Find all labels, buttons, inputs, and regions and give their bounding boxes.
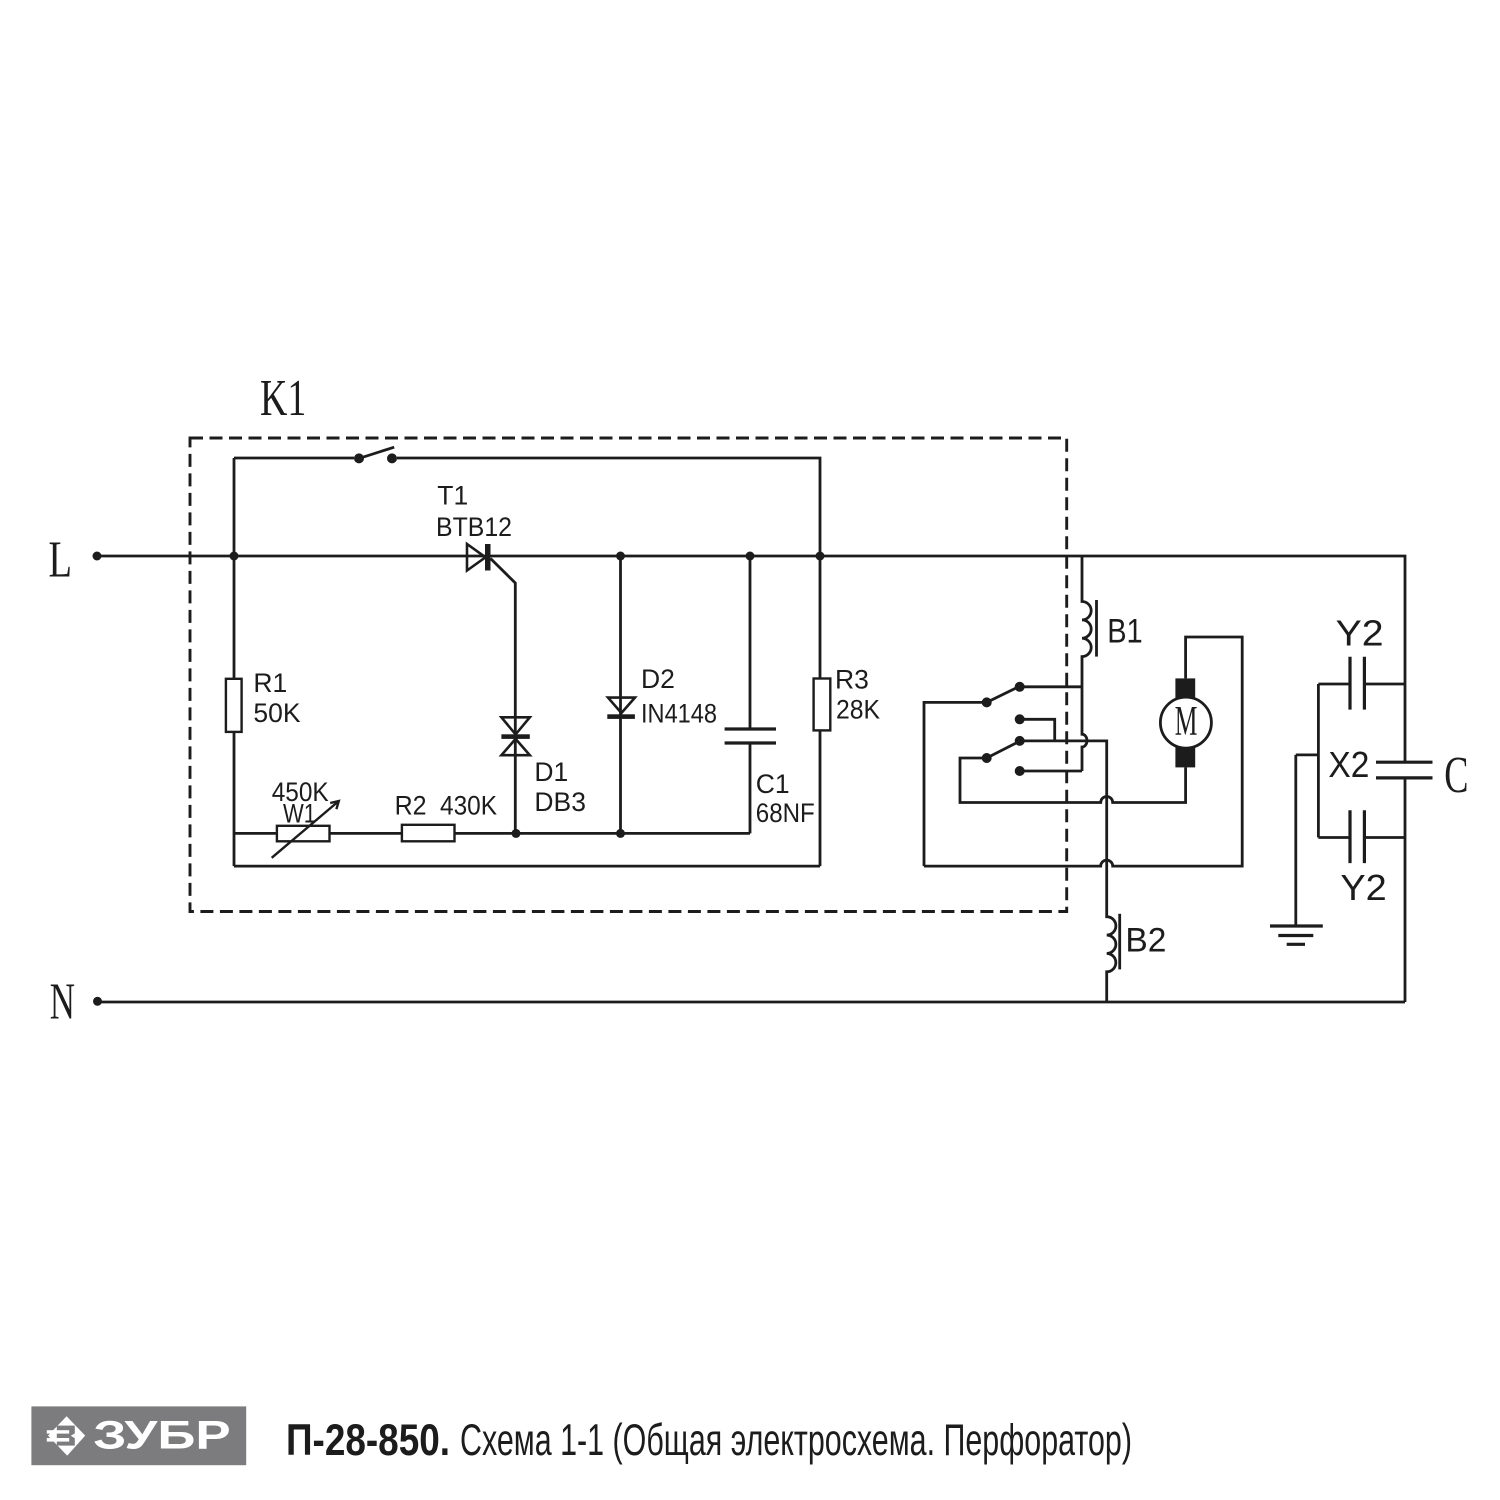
svg-text:M: M (1175, 699, 1198, 745)
svg-text:B1: B1 (1107, 613, 1143, 651)
svg-text:IN4148: IN4148 (641, 699, 717, 729)
svg-text:Y2: Y2 (1336, 613, 1384, 654)
svg-text:W1: W1 (283, 799, 316, 829)
svg-text:Y2: Y2 (1340, 867, 1386, 908)
svg-text:Схема 1-1 (Общая электросхема.: Схема 1-1 (Общая электросхема. Перфорато… (460, 1416, 1132, 1465)
svg-text:ЗУБР: ЗУБР (93, 1414, 230, 1458)
svg-text:T1: T1 (437, 481, 468, 511)
svg-text:68NF: 68NF (756, 798, 815, 828)
svg-text:430K: 430K (440, 790, 497, 820)
svg-text:C1: C1 (756, 769, 790, 799)
svg-text:C: C (1444, 747, 1468, 804)
svg-text:П-28-850.: П-28-850. (286, 1416, 450, 1465)
svg-text:D2: D2 (641, 664, 675, 694)
svg-text:450K: 450K (272, 777, 329, 807)
svg-text:D1: D1 (534, 757, 568, 787)
svg-text:50K: 50K (253, 698, 300, 728)
svg-text:L: L (49, 532, 73, 589)
svg-text:B2: B2 (1125, 922, 1166, 960)
svg-text:28K: 28K (836, 694, 880, 724)
svg-text:R2: R2 (395, 790, 427, 820)
svg-text:R3: R3 (835, 664, 869, 694)
svg-text:R1: R1 (253, 668, 287, 698)
svg-text:N: N (50, 973, 75, 1030)
svg-text:K1: K1 (260, 370, 306, 427)
svg-text:X2: X2 (1328, 744, 1369, 785)
svg-text:DB3: DB3 (534, 787, 586, 817)
svg-text:BTB12: BTB12 (436, 512, 512, 542)
